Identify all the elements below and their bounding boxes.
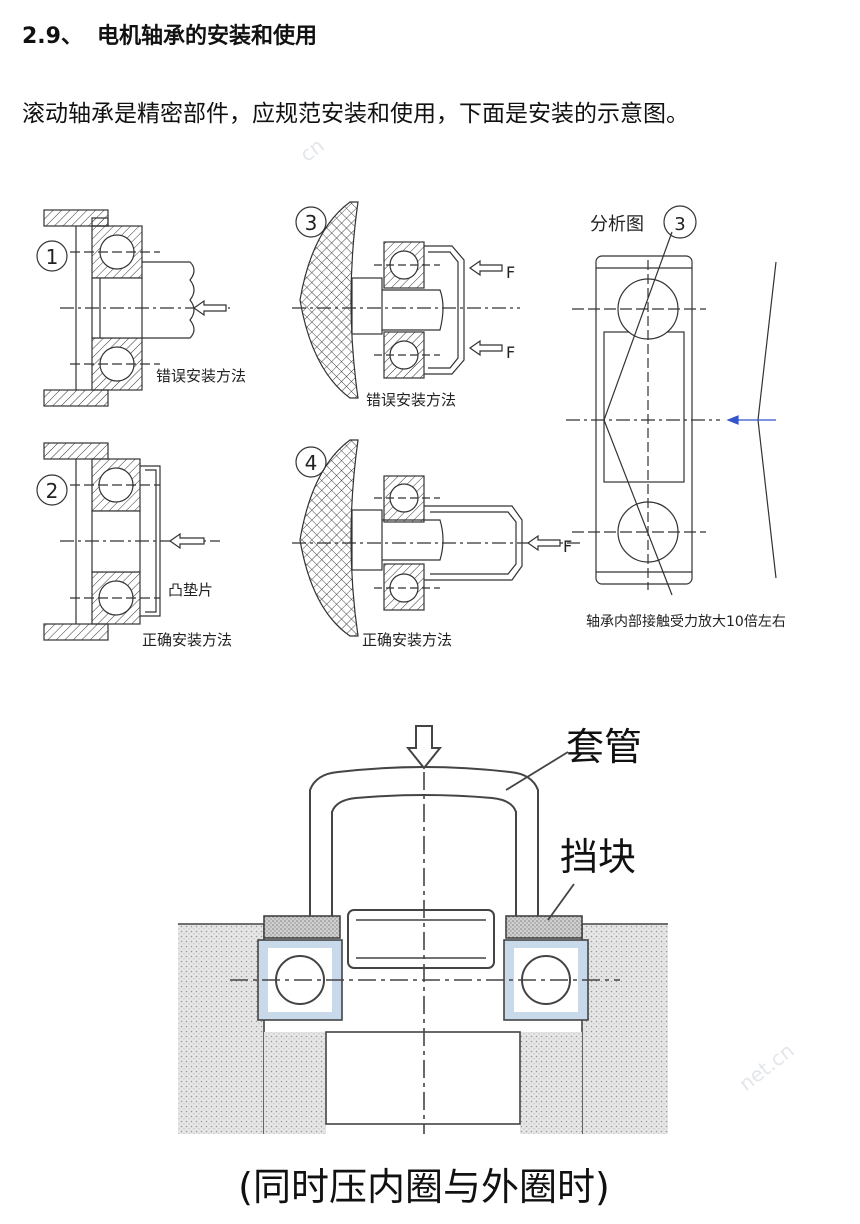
panel-2-right (36, 442, 220, 641)
section-title: 电机轴承的安装和使用 (96, 24, 317, 49)
force-label-bottom: F (506, 343, 515, 362)
intro-text: 滚动轴承是精密部件，应规范安装和使用，下面是安装的示意图。 (22, 101, 689, 127)
mark-4: 4 (305, 451, 318, 475)
analysis-mark: 3 (674, 214, 685, 235)
force-label-top: F (506, 263, 515, 282)
caption-panel-3: 错误安装方法 (366, 391, 456, 409)
mark-1: 1 (46, 245, 59, 269)
diagram-1-labels: 1 2 3 4 F F F 错误安装方法 错误安装方法 凸垫片 正确安装方法 正… (46, 211, 786, 649)
mark-3: 3 (305, 211, 318, 235)
panel-4-right (292, 439, 580, 637)
mark-2: 2 (46, 479, 59, 503)
diagram-1 (36, 201, 777, 641)
diagram-2 (178, 725, 668, 1134)
diagram-2-caption: (同时压内圈与外圈时) (238, 1165, 610, 1209)
diagram-2-labels: 套管 挡块 (同时压内圈与外圈时) (238, 725, 642, 1209)
force-label-panel4: F (563, 537, 572, 556)
caption-panel-4: 正确安装方法 (362, 631, 452, 649)
panel-3-wrong (292, 201, 520, 399)
caption-panel-1: 错误安装方法 (156, 367, 246, 385)
tube-label: 套管 (566, 725, 642, 769)
section-heading: 2.9、电机轴承的安装和使用 (22, 18, 317, 50)
block-label: 挡块 (560, 835, 636, 879)
washer-label: 凸垫片 (168, 581, 213, 599)
analysis-title: 分析图 (590, 214, 644, 235)
analysis-panel (566, 205, 777, 596)
panel-1-wrong (36, 209, 230, 407)
caption-panel-2: 正确安装方法 (142, 631, 232, 649)
section-number: 2.9、 (22, 24, 83, 49)
analysis-caption: 轴承内部接触受力放大10倍左右 (586, 613, 786, 630)
